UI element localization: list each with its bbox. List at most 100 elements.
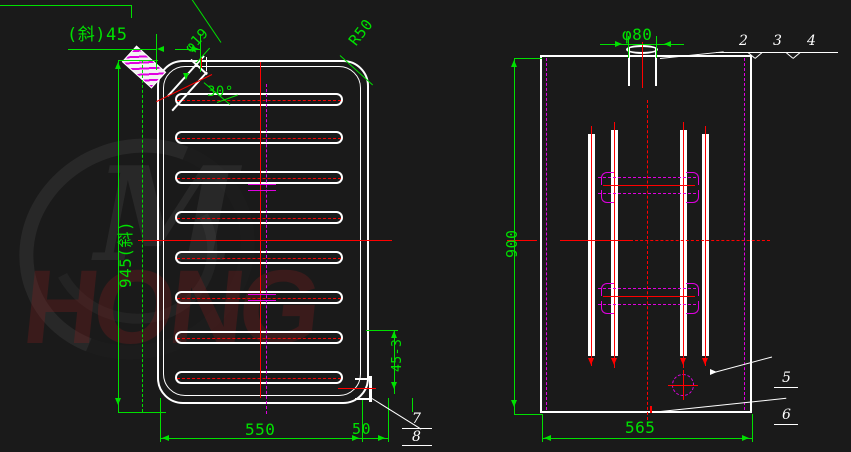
dim-neck-arrow-left	[615, 41, 622, 47]
dim-rail-tick-top	[138, 60, 158, 61]
section-marker-lower-b	[248, 300, 276, 301]
tank-outline	[540, 55, 752, 413]
tube-centerline	[177, 338, 341, 339]
dim-neck-diameter-label: φ80	[622, 25, 653, 44]
border-line-left	[131, 5, 132, 18]
callout-5-label: 5	[782, 370, 791, 386]
dim-side-width-arrow-right	[742, 435, 749, 441]
baffle-curve-lower2-right	[686, 283, 699, 296]
coil-body-outline	[157, 60, 369, 404]
dim-overall-height-line	[118, 60, 119, 412]
dim-outlet-offset-line	[362, 438, 388, 439]
side-view-vertical-centerline	[647, 100, 648, 420]
dim-overall-height-label: 945(斜)	[116, 220, 135, 288]
border-line-top	[0, 5, 132, 6]
coil-tube	[175, 131, 343, 144]
upper-baffle-hidden-a	[598, 177, 696, 178]
side-view-horizontal-centerline-b	[560, 240, 630, 241]
dim-outlet-size-arrow-top	[391, 331, 397, 338]
dim-width-ext-left	[160, 398, 161, 442]
tube-centerline	[177, 218, 341, 219]
baffle-curve-upper-right	[686, 172, 699, 185]
side-view-hidden-line-right	[744, 58, 745, 410]
callout-8-underline	[402, 445, 432, 446]
side-tube-arrow	[702, 358, 708, 365]
upper-baffle-hidden-b	[598, 193, 696, 194]
baffle-curve-upper-left	[601, 172, 614, 185]
dim-overall-width-arrow-left	[162, 435, 169, 441]
baffle-curve-lower-right	[686, 190, 699, 203]
filler-neck-right	[655, 48, 657, 86]
filler-neck-left	[628, 48, 630, 86]
dim-ext-line-b	[200, 34, 201, 72]
coil-tube	[175, 251, 343, 264]
dim-neck-ext-right	[656, 36, 657, 58]
dim-overall-width-label: 550	[245, 420, 276, 439]
inlet-detail-marker	[201, 58, 202, 68]
section-marker-lower	[248, 294, 276, 295]
dim-overall-height-arrow-top	[115, 62, 121, 69]
dim-side-height-arrow-top	[511, 60, 517, 67]
coil-tube	[175, 93, 343, 106]
callout-8-label: 8	[412, 429, 421, 445]
drain-port-cross-v	[683, 370, 684, 400]
dim-inlet-offset-arrow-left	[157, 46, 164, 52]
tube-centerline	[177, 100, 341, 101]
filler-neck-centerline	[642, 42, 643, 88]
outlet-nozzle-cap	[369, 376, 372, 402]
coil-tube	[175, 371, 343, 384]
dim-outlet-offset-label: 50	[352, 420, 372, 438]
dim-overall-width-arrow-right	[352, 435, 359, 441]
dim-inlet-angle-label: 30°	[207, 84, 234, 100]
dim-side-height-line	[514, 58, 515, 414]
dim-side-width-ext-right	[752, 414, 753, 442]
callout-4-label: 4	[807, 33, 816, 49]
tube-centerline	[177, 298, 341, 299]
dim-neck-ext-left	[628, 36, 629, 58]
lower-baffle-hidden-b	[598, 304, 696, 305]
dim-side-width-line	[542, 438, 752, 439]
section-marker-upper-b	[248, 190, 276, 191]
dim-outlet-ext-right	[388, 398, 389, 442]
dim-inlet-diameter-arrow	[183, 73, 189, 80]
section-marker-upper	[248, 184, 276, 185]
callout-6-marker	[650, 406, 652, 413]
dim-inlet-offset-label: (斜)45	[67, 25, 128, 45]
lower-baffle-line	[603, 296, 695, 297]
callout-234-leader-base	[716, 52, 838, 53]
dim-side-height-label: 900	[503, 229, 521, 258]
dim-ext-line-a	[156, 34, 157, 70]
dim-overall-height-extline-bottom	[118, 412, 166, 413]
dim-overall-height-arrow-bottom	[115, 398, 121, 405]
tube-centerline	[177, 378, 341, 379]
tube-centerline	[177, 138, 341, 139]
baffle-curve-lower3-right	[686, 301, 699, 314]
side-tube-centerline	[591, 126, 592, 366]
callout-5-arrow	[710, 369, 717, 375]
tube-centerline	[177, 258, 341, 259]
callout-2-label: 2	[739, 33, 748, 49]
dim-neck-arrow-right	[664, 41, 671, 47]
outlet-nozzle-centerline	[338, 388, 376, 389]
callout-8-ext-line	[412, 398, 413, 412]
dim-side-height-ext-bottom	[514, 414, 542, 415]
callout-6-label: 6	[782, 407, 791, 423]
dim-inlet-diameter-label: φ19	[182, 25, 212, 56]
front-view-left-guide	[142, 60, 143, 412]
callout-5-underline	[774, 387, 798, 388]
dim-outlet-size-extline	[366, 330, 398, 331]
side-tube-centerline	[705, 126, 706, 366]
side-tube-centerline	[614, 122, 615, 368]
dim-side-width-arrow-left	[544, 435, 551, 441]
dim-outlet-size-label: 45-3	[390, 338, 405, 372]
dim-outlet-size-arrow-bottom	[391, 382, 397, 389]
dim-side-height-arrow-bottom	[511, 400, 517, 407]
side-view-hidden-line-left	[546, 58, 547, 410]
side-view-horizontal-centerline	[507, 240, 537, 241]
baffle-curve-lower3-left	[601, 301, 614, 314]
callout-7-underline	[402, 428, 432, 429]
callout-3-notch-b	[792, 52, 801, 59]
callout-7-label: 7	[412, 411, 421, 427]
dim-outlet-size-line	[394, 330, 395, 394]
